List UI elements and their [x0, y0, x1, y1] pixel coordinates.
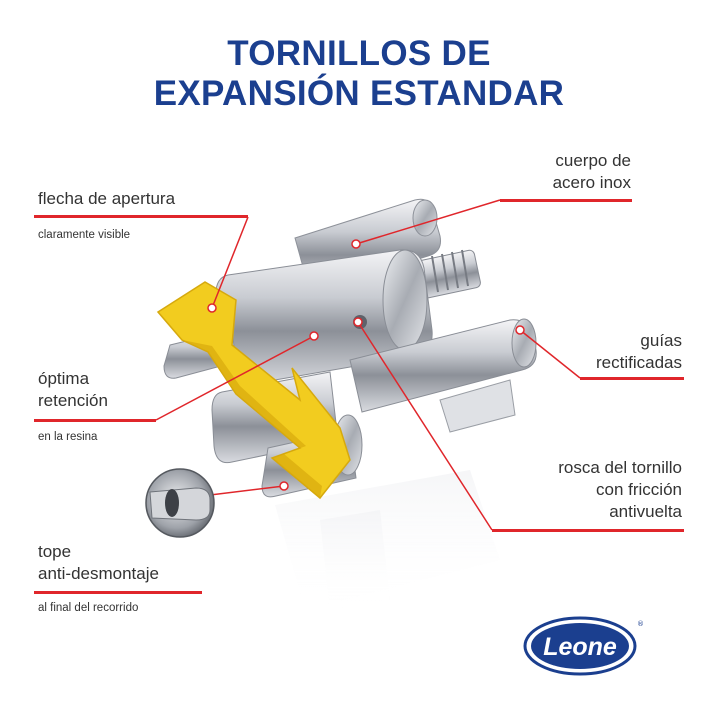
underline-flecha	[34, 215, 248, 218]
underline-cuerpo	[500, 199, 632, 202]
underline-optima	[34, 419, 156, 422]
label-tope: tope anti-desmontaje	[38, 541, 159, 585]
label-flecha: flecha de apertura	[38, 188, 175, 210]
floor-reflection	[275, 470, 500, 610]
underline-tope	[34, 591, 202, 594]
label-optima-line2: retención	[38, 391, 108, 410]
title-line-2: EXPANSIÓN ESTANDAR	[153, 74, 565, 113]
label-flecha-main: flecha de apertura	[38, 189, 176, 208]
label-optima-line1: óptima	[38, 369, 90, 388]
leader-lines	[155, 199, 581, 531]
label-cuerpo-line2: acero inox	[552, 173, 631, 192]
label-rosca-line1: rosca del tornillo	[558, 458, 682, 477]
page-title: TORNILLOS DE EXPANSIÓN ESTANDAR	[0, 34, 718, 114]
label-flecha-sub: claramente visible	[38, 229, 131, 241]
label-optima-sub: en la resina	[38, 431, 98, 443]
label-cuerpo: cuerpo de acero inox	[553, 150, 631, 194]
label-guias-line2: rectificadas	[596, 353, 682, 372]
label-rosca-line2: con fricción	[596, 480, 682, 499]
zoom-detail-circle	[145, 468, 215, 538]
label-guias-line1: guías	[640, 331, 682, 350]
leader-dots	[207, 239, 525, 491]
underline-rosca	[492, 529, 684, 532]
label-cuerpo-line1: cuerpo de	[555, 151, 631, 170]
logo-text: Leone	[543, 633, 617, 661]
guide-bar-right	[349, 318, 537, 433]
label-tope-line1: tope	[38, 542, 72, 561]
label-rosca: rosca del tornillo con fricción antivuel…	[558, 457, 682, 523]
opening-arrow-icon	[156, 281, 351, 500]
label-guias: guías rectificadas	[596, 330, 682, 374]
title-line-1: TORNILLOS DE	[227, 34, 491, 73]
svg-text:®: ®	[637, 620, 644, 628]
underline-guias	[580, 377, 684, 380]
label-tope-sub: al final del recorrido	[38, 602, 139, 614]
label-tope-line2: anti-desmontaje	[38, 564, 159, 583]
leone-logo: Leone ®	[523, 616, 644, 676]
threaded-screw	[417, 249, 481, 299]
label-optima: óptima retención	[38, 368, 108, 412]
label-rosca-line3: antivuelta	[609, 502, 682, 521]
